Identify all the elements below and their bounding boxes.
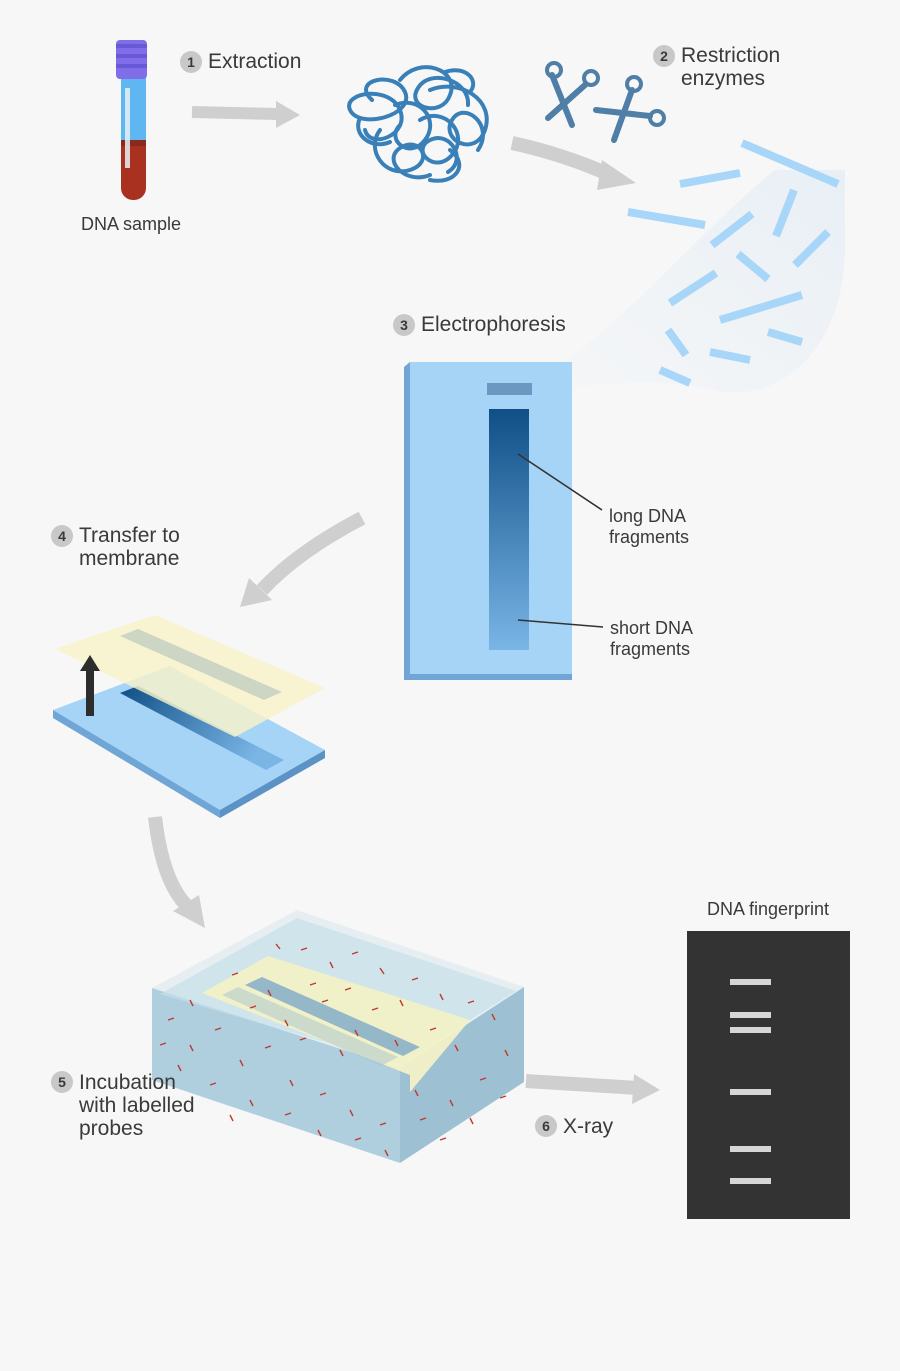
long-fragments-label-2: fragments bbox=[609, 527, 689, 547]
step-number-badge bbox=[535, 1115, 557, 1137]
fingerprint-band bbox=[730, 1027, 771, 1033]
dna-tangle-icon bbox=[347, 65, 489, 183]
step-6-label: 6 X-ray bbox=[535, 1115, 614, 1138]
step-2-label: 2 Restriction enzymes bbox=[653, 44, 780, 90]
svg-text:enzymes: enzymes bbox=[681, 67, 765, 90]
dna-sample-label: DNA sample bbox=[81, 214, 181, 234]
xray-film bbox=[687, 931, 850, 1219]
arrow-extraction bbox=[191, 101, 300, 128]
step-number-badge bbox=[653, 45, 675, 67]
fingerprint-band bbox=[730, 1146, 771, 1152]
fingerprint-band bbox=[730, 1089, 771, 1095]
incubation-tray bbox=[152, 910, 524, 1163]
electrophoresis-gel bbox=[404, 362, 572, 680]
step-5-label: 5 Incubation with labelled probes bbox=[51, 1071, 195, 1140]
dna-fingerprint-title: DNA fingerprint bbox=[707, 899, 829, 919]
scissors-icon bbox=[593, 75, 666, 143]
fingerprint-band bbox=[730, 1012, 771, 1018]
dna-fragments bbox=[627, 139, 840, 387]
svg-text:6: 6 bbox=[542, 1118, 550, 1134]
membrane bbox=[55, 615, 325, 737]
svg-text:with labelled: with labelled bbox=[78, 1094, 195, 1117]
arrow-restriction bbox=[510, 136, 636, 190]
step-number-badge bbox=[393, 314, 415, 336]
step-number-badge bbox=[180, 51, 202, 73]
gel-lane bbox=[120, 686, 284, 770]
step-1-label: 1 Extraction bbox=[180, 50, 301, 73]
test-tube-icon bbox=[116, 40, 147, 200]
svg-text:Restriction: Restriction bbox=[681, 44, 780, 67]
gel-and-membrane bbox=[53, 615, 325, 818]
fingerprint-bands bbox=[730, 979, 771, 1184]
fragment-fan bbox=[532, 170, 846, 393]
gel-lane bbox=[489, 409, 529, 650]
svg-text:2: 2 bbox=[660, 48, 668, 64]
long-fragments-pointer bbox=[517, 453, 603, 511]
scissors-icon bbox=[545, 61, 600, 128]
fingerprint-band bbox=[730, 979, 771, 985]
step-number-badge bbox=[51, 525, 73, 547]
svg-text:4: 4 bbox=[58, 528, 66, 544]
svg-text:Incubation: Incubation bbox=[79, 1071, 176, 1094]
fingerprint-band bbox=[730, 1178, 771, 1184]
short-fragments-label-2: fragments bbox=[610, 639, 690, 659]
svg-text:1: 1 bbox=[187, 54, 195, 70]
svg-text:probes: probes bbox=[79, 1117, 143, 1140]
up-arrow-icon bbox=[86, 669, 94, 716]
svg-text:Electrophoresis: Electrophoresis bbox=[421, 313, 566, 336]
labelled-probes bbox=[159, 943, 509, 1157]
arrow-xray bbox=[525, 1074, 660, 1104]
step-number-badge bbox=[51, 1071, 73, 1093]
gel-well bbox=[487, 383, 532, 395]
svg-text:5: 5 bbox=[58, 1074, 66, 1090]
svg-text:3: 3 bbox=[400, 317, 408, 333]
svg-text:Transfer to: Transfer to bbox=[79, 524, 180, 547]
short-fragments-label: short DNA bbox=[610, 618, 693, 638]
arrow-transfer bbox=[240, 511, 366, 607]
svg-text:Extraction: Extraction bbox=[208, 50, 301, 73]
short-fragments-pointer bbox=[517, 619, 604, 628]
step-3-label: 3 Electrophoresis bbox=[393, 313, 566, 336]
step-4-label: 4 Transfer to membrane bbox=[51, 524, 180, 570]
svg-text:X-ray: X-ray bbox=[563, 1115, 614, 1138]
long-fragments-label: long DNA bbox=[609, 506, 686, 526]
arrow-incubation bbox=[148, 816, 205, 928]
svg-text:membrane: membrane bbox=[79, 547, 179, 570]
